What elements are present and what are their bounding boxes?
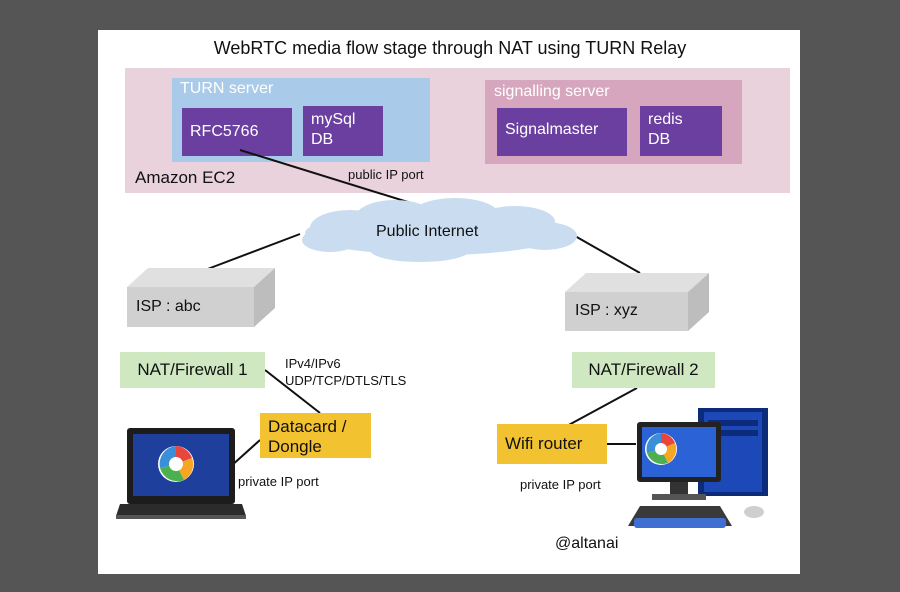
- dongle-line2: Dongle: [268, 437, 322, 456]
- isp-xyz-block: [565, 273, 709, 331]
- private-ip-port-right: private IP port: [520, 477, 601, 492]
- laptop-icon: [116, 428, 246, 519]
- nat-firewall-2: NAT/Firewall 2: [572, 352, 715, 388]
- public-internet-label: Public Internet: [376, 223, 479, 240]
- internet-to-isp-abc-line: [204, 233, 301, 271]
- public-ip-port-label: public IP port: [348, 167, 424, 182]
- redis-db-box: redis DB: [640, 106, 722, 156]
- signalling-server-label: signalling server: [494, 83, 610, 100]
- redis-line2: DB: [648, 131, 671, 148]
- private-ip-port-left: private IP port: [238, 474, 319, 489]
- rfc5766-box: RFC5766: [182, 108, 292, 156]
- rfc5766-label: RFC5766: [190, 123, 259, 140]
- protocols-line1: IPv4/IPv6: [285, 356, 341, 371]
- dongle-line1: Datacard /: [268, 417, 347, 436]
- credit-label: @altanai: [555, 535, 619, 552]
- internet-cloud-icon: [302, 198, 577, 262]
- isp-abc-block: [127, 268, 275, 327]
- nat1-to-dongle-line: [264, 369, 321, 414]
- mysql-line2: DB: [311, 131, 334, 148]
- turn-server-label: TURN server: [180, 80, 274, 97]
- diagram-title: WebRTC media flow stage through NAT usin…: [213, 38, 687, 58]
- nat-firewall-1: NAT/Firewall 1: [120, 352, 265, 388]
- isp-abc-label: ISP : abc: [136, 298, 201, 315]
- desktop-computer-icon: [628, 408, 768, 528]
- mysql-db-box: mySql DB: [303, 106, 383, 156]
- signalmaster-label: Signalmaster: [505, 121, 599, 138]
- internet-to-isp-xyz-line: [574, 235, 641, 274]
- isp-xyz-label: ISP : xyz: [575, 302, 638, 319]
- nat2-to-router-line: [564, 387, 638, 428]
- datacard-dongle-box: Datacard / Dongle: [260, 413, 371, 458]
- protocols-line2: UDP/TCP/DTLS/TLS: [285, 373, 407, 388]
- signalmaster-box: Signalmaster: [497, 108, 627, 156]
- redis-line1: redis: [648, 111, 683, 128]
- mysql-line1: mySql: [311, 111, 356, 128]
- wifi-router-box: Wifi router: [497, 424, 607, 464]
- amazon-ec2-label: Amazon EC2: [135, 168, 236, 187]
